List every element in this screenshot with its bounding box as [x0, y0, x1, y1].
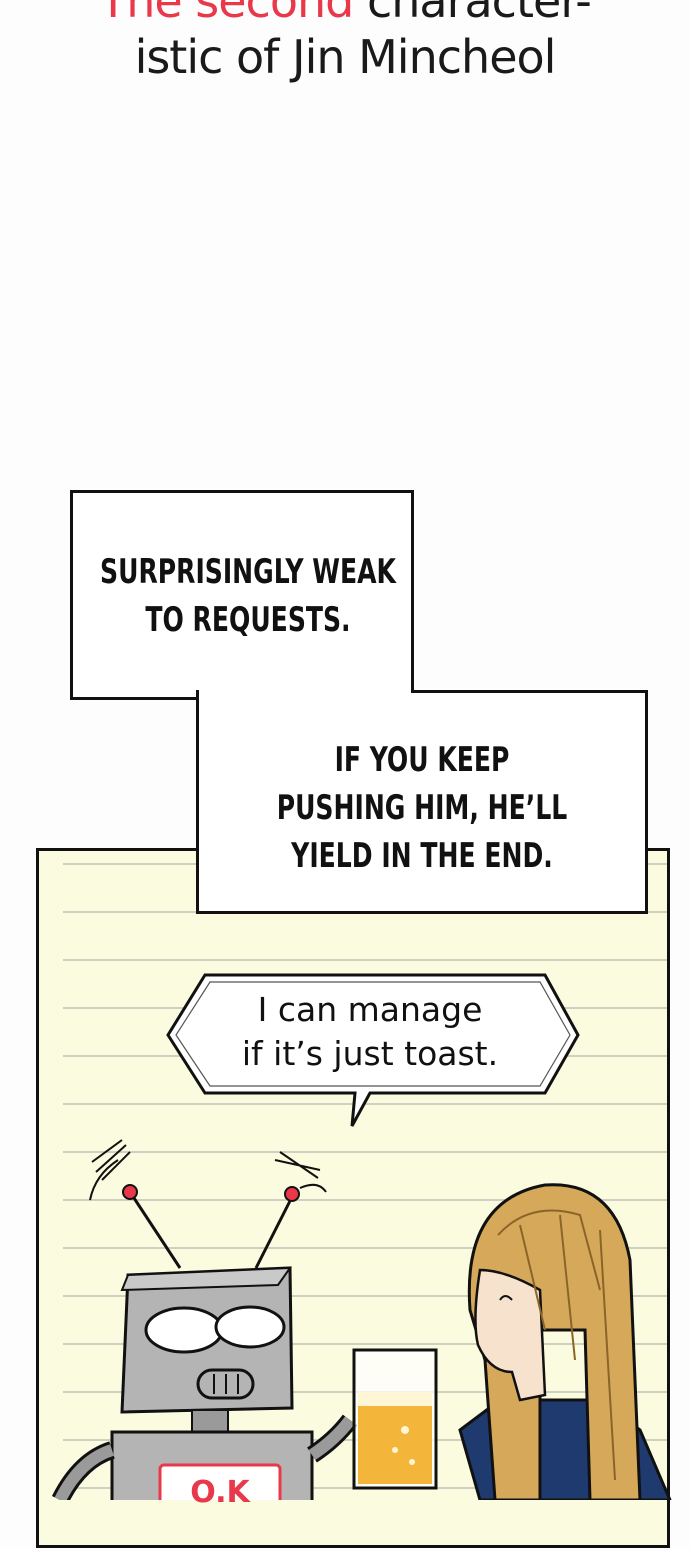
speech-line: if it’s just toast. — [241, 1034, 499, 1073]
panel-artwork — [51, 973, 672, 1500]
title-rest: character- — [353, 0, 592, 28]
narration-line: PUSHING HIM, HE’LL — [276, 788, 568, 828]
narration-line: TO REQUESTS. — [145, 600, 351, 640]
woman-character — [458, 1183, 672, 1500]
narration-line: YIELD IN THE END. — [291, 836, 553, 876]
narration-text-2: IF YOU KEEP PUSHING HIM, HE’LL YIELD IN … — [237, 736, 608, 880]
chapter-title-line-2: istic of Jin Mincheol — [134, 30, 557, 84]
speech-line: I can manage — [257, 990, 483, 1029]
beer-mug — [352, 1348, 438, 1490]
robot — [89, 1139, 327, 1269]
title-highlight: The second — [99, 0, 354, 28]
narration-line: SURPRISINGLY WEAK — [100, 552, 396, 592]
narration-box-1 — [70, 490, 414, 700]
speech-bubble — [166, 973, 580, 1127]
chapter-title-line-1: The second character- — [0, 0, 690, 26]
narration-box-2 — [196, 690, 648, 914]
narration-line: IF YOU KEEP — [334, 740, 510, 780]
robot-chest-label: O.K — [190, 1475, 250, 1510]
narration-text-1: SURPRISINGLY WEAK TO REQUESTS. — [77, 548, 418, 644]
speech-bubble-text: I can manage if it’s just toast. — [175, 988, 565, 1076]
